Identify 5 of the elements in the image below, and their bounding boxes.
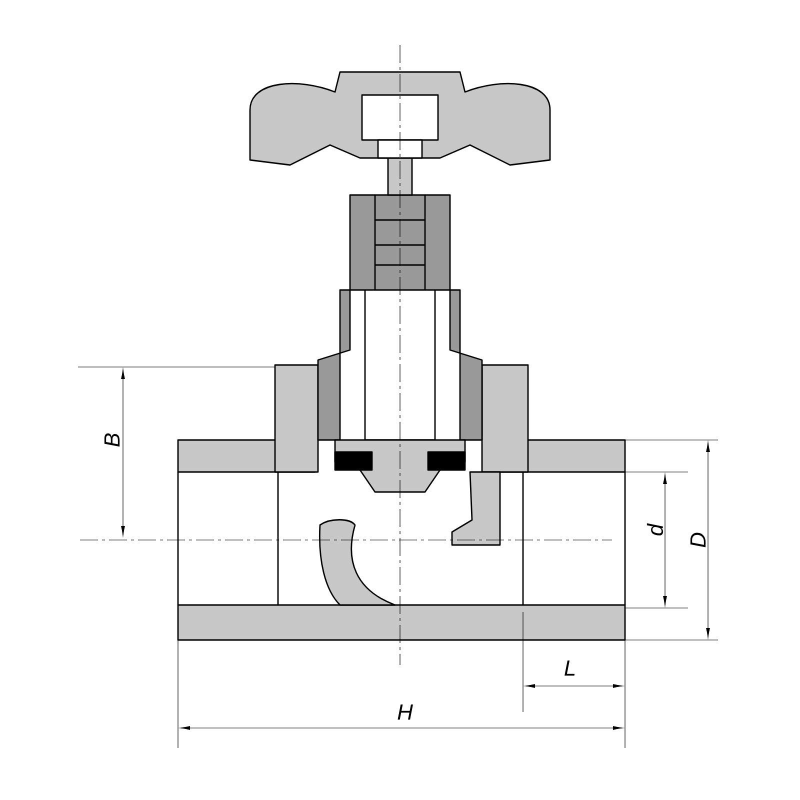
dimension-label: B [104, 433, 120, 447]
dimension-label: H [398, 704, 413, 720]
dimension-label: L [564, 660, 575, 676]
dimension-label: D [690, 532, 706, 548]
dimension-label: d [646, 523, 664, 536]
